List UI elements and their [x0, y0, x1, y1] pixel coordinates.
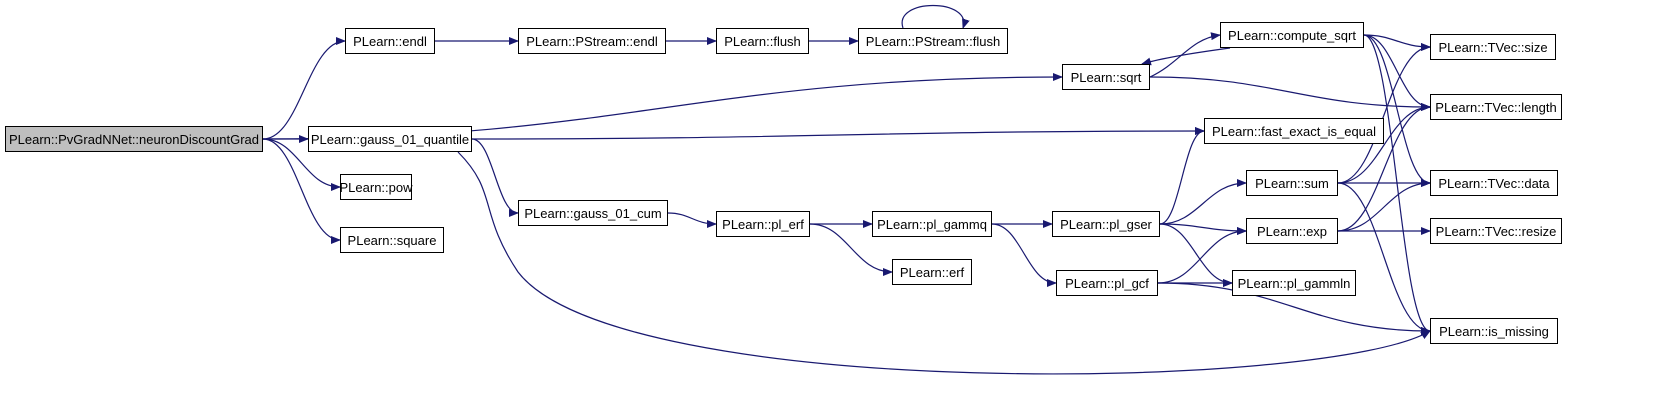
node-tvec-length[interactable]: PLearn::TVec::length: [1430, 94, 1562, 120]
edge-compute-sqrt-to-tvec-data: [1363, 34, 1431, 187]
edge-root-to-square: [262, 138, 341, 244]
edge-pl-gser-to-exp: [1159, 223, 1247, 235]
edge-compute-sqrt-to-sqrt: [1141, 47, 1231, 66]
node-root: PLearn::PvGradNNet::neuronDiscountGrad: [5, 126, 263, 152]
node-tvec-data[interactable]: PLearn::TVec::data: [1430, 170, 1558, 196]
node-tvec-resize[interactable]: PLearn::TVec::resize: [1430, 218, 1562, 244]
edge-root-to-pow: [262, 138, 341, 191]
node-pl-gser[interactable]: PLearn::pl_gser: [1052, 211, 1160, 237]
node-ps-endl[interactable]: PLearn::PStream::endl: [518, 28, 666, 54]
edge-sum-to-tvec-size: [1337, 43, 1431, 184]
edge-pl-gser-to-sum: [1159, 179, 1247, 225]
edge-compute-sqrt-to-tvec-length: [1363, 34, 1431, 111]
edge-pl-gcf-to-exp: [1157, 227, 1247, 284]
node-exp[interactable]: PLearn::exp: [1246, 218, 1338, 244]
node-fast-eq[interactable]: PLearn::fast_exact_is_equal: [1204, 118, 1384, 144]
node-pl-gammln[interactable]: PLearn::pl_gammln: [1232, 270, 1356, 296]
node-sqrt[interactable]: PLearn::sqrt: [1062, 64, 1150, 90]
edge-pl-erf-to-erf: [809, 223, 893, 276]
node-pl-gammq[interactable]: PLearn::pl_gammq: [872, 211, 992, 237]
edge-sum-to-tvec-length: [1337, 103, 1431, 184]
edge-sqrt-to-tvec-length: [1149, 76, 1431, 111]
edge-sum-to-is-missing: [1337, 182, 1431, 335]
node-gauss-q[interactable]: PLearn::gauss_01_quantile: [308, 126, 472, 152]
node-ps-flush[interactable]: PLearn::PStream::flush: [858, 28, 1008, 54]
node-gauss-cum[interactable]: PLearn::gauss_01_cum: [518, 200, 668, 226]
node-tvec-size[interactable]: PLearn::TVec::size: [1430, 34, 1556, 60]
edge-pl-gser-to-pl-gammln: [1159, 223, 1233, 287]
node-sum[interactable]: PLearn::sum: [1246, 170, 1338, 196]
node-endl[interactable]: PLearn::endl: [345, 28, 435, 54]
edge-pl-gser-to-fast-eq: [1159, 127, 1205, 225]
node-is-missing[interactable]: PLearn::is_missing: [1430, 318, 1558, 344]
edge-gauss-cum-to-pl-erf: [667, 212, 717, 228]
node-erf[interactable]: PLearn::erf: [892, 259, 972, 285]
node-pow[interactable]: PLearn::pow: [340, 174, 413, 200]
node-flush[interactable]: PLearn::flush: [716, 28, 809, 54]
node-pl-erf[interactable]: PLearn::pl_erf: [716, 211, 810, 237]
node-square[interactable]: PLearn::square: [340, 227, 444, 253]
node-compute-sqrt[interactable]: PLearn::compute_sqrt: [1220, 22, 1364, 48]
edge-gauss-q-to-fast-eq: [471, 127, 1205, 140]
edge-root-to-endl: [262, 37, 346, 140]
edge-ps-flush-to-ps-flush: [901, 4, 970, 29]
node-pl-gcf[interactable]: PLearn::pl_gcf: [1056, 270, 1158, 296]
edge-exp-to-tvec-data: [1337, 179, 1431, 232]
edge-pl-gcf-to-is-missing: [1157, 282, 1431, 335]
edge-gauss-q-to-gauss-cum: [471, 138, 519, 217]
edge-sqrt-to-compute-sqrt: [1149, 32, 1221, 78]
edge-pl-gammq-to-pl-gcf: [991, 223, 1057, 287]
edge-exp-to-tvec-length: [1337, 103, 1431, 232]
edge-gauss-q-to-is-missing: [457, 151, 1431, 375]
